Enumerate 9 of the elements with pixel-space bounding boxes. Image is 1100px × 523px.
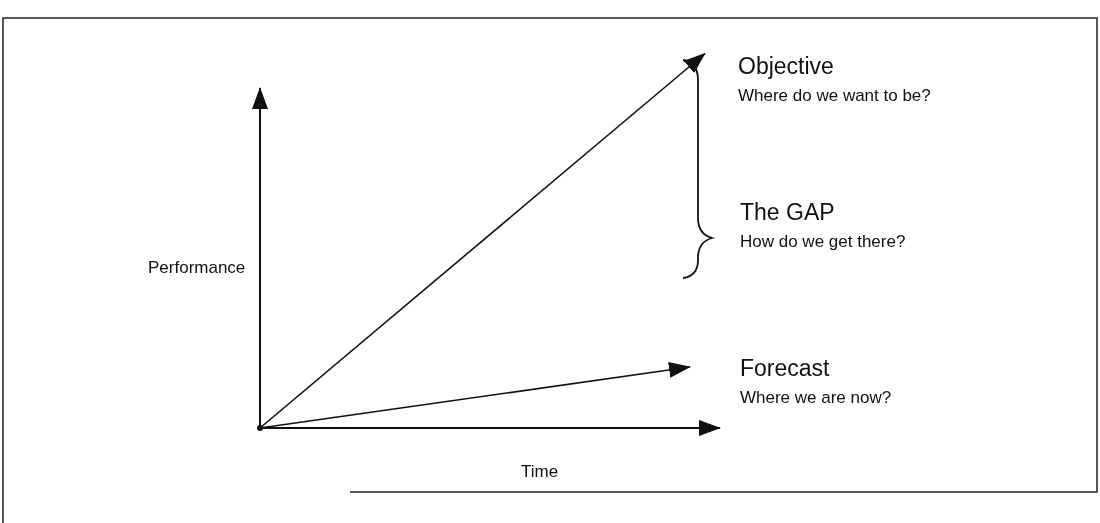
- axis-label: Time: [521, 462, 559, 482]
- question-text: How do we get there?: [740, 231, 906, 253]
- question-text: Where do we want to be?: [738, 85, 931, 107]
- heading-text: The GAP: [740, 198, 836, 226]
- heading-text: Objective: [738, 52, 835, 80]
- question-text: Where we are now?: [740, 387, 892, 409]
- axis-label: Performance: [148, 258, 246, 278]
- heading-text: Forecast: [740, 354, 831, 382]
- origin-point: [257, 425, 263, 431]
